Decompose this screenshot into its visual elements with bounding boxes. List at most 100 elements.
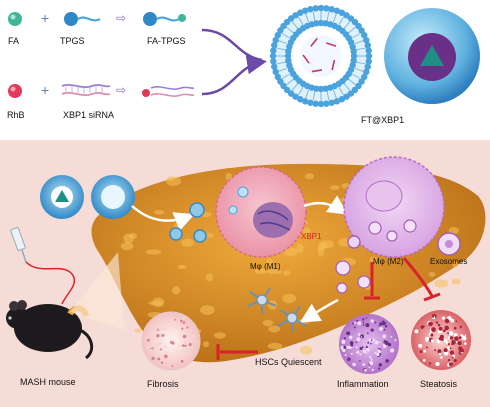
lipid-droplet (320, 240, 334, 249)
tissue-speck (387, 342, 392, 347)
fa-tpgs-molecule-icon (143, 12, 186, 26)
tissue-speck (431, 327, 436, 333)
lipid-tail (354, 40, 364, 45)
tissue-speck (434, 349, 437, 352)
lipid-droplet (268, 325, 281, 333)
lipid-head (358, 27, 365, 34)
tissue-speck (172, 358, 176, 362)
tissue-speck (156, 333, 160, 338)
tissue-speck (379, 327, 383, 331)
tissue-speck (162, 326, 167, 331)
lipid-head (296, 9, 304, 16)
tissue-speck (161, 333, 165, 337)
tissue-speck (181, 330, 184, 333)
tissue-speck (182, 344, 185, 347)
merge-arrow (201, 28, 263, 62)
lipid-droplet (204, 233, 215, 238)
tissue-speck (461, 335, 467, 341)
tissue-speck (383, 328, 386, 331)
tissue-speck (356, 350, 360, 354)
arrow-icon: ⇨ (116, 83, 126, 97)
polarization-arrow (303, 195, 349, 215)
tissue-speck (445, 341, 449, 345)
lipid-tail (305, 13, 310, 23)
tissue-speck (377, 367, 381, 370)
tissue-speck (370, 328, 374, 332)
tissue-speck (169, 358, 172, 360)
lipid-head (269, 52, 277, 60)
uptake-arrow (131, 205, 195, 231)
tissue-speck (390, 335, 393, 338)
tissue-speck (191, 334, 196, 338)
tissue-speck (352, 362, 356, 367)
tissue-speck (163, 365, 165, 367)
lipid-head (272, 68, 279, 76)
tissue-speck (146, 347, 150, 350)
tissue-speck (348, 335, 353, 340)
tissue-speck (455, 320, 458, 323)
tissue-speck (449, 336, 454, 340)
tissue-speck (440, 356, 443, 359)
tissue-speck (453, 326, 457, 330)
tissue-speck (343, 337, 346, 340)
inflammation-tissue-icon (339, 314, 399, 374)
lipid-droplet (303, 227, 311, 236)
tissue-speck (422, 359, 426, 362)
tissue-speck (195, 340, 199, 344)
tissue-speck (370, 342, 372, 345)
tissue-speck (159, 342, 163, 345)
m2-macrophage (343, 156, 445, 258)
tissue-speck (419, 350, 423, 354)
tissue-speck (152, 347, 154, 349)
tissue-speck (341, 339, 346, 344)
tissue-speck (435, 321, 439, 324)
tissue-speck (374, 340, 379, 345)
lipid-droplet (283, 247, 299, 257)
tissue-speck (362, 349, 366, 354)
m1-label: Mφ (M1) (250, 262, 281, 271)
tissue-speck (360, 334, 365, 339)
lipid-head (274, 73, 281, 81)
lipid-head (317, 19, 325, 27)
sirna-label: XBP1 siRNA (63, 110, 115, 120)
lipid-head (363, 68, 370, 76)
lipid-droplet (329, 185, 340, 190)
tissue-speck (181, 349, 184, 352)
lipid-droplet (296, 243, 304, 253)
tissue-speck (460, 348, 465, 353)
lipid-droplet (300, 345, 313, 355)
lipid-head (365, 47, 372, 54)
fa-label: FA (8, 36, 20, 46)
rhb-sirna-conjugate-icon (142, 86, 195, 97)
nanoparticle-small-icon (40, 175, 84, 219)
tissue-speck (362, 363, 366, 367)
tissue-speck (447, 358, 451, 362)
tissue-speck (379, 348, 382, 351)
lipid-droplet (145, 249, 162, 255)
lipid-droplet (205, 273, 214, 282)
lipid-tail (351, 73, 361, 79)
tissue-speck (384, 341, 389, 346)
lipid-tail (291, 21, 299, 29)
tissue-speck (194, 335, 197, 338)
fa-tpgs-label: FA-TPGS (147, 36, 186, 46)
tissue-speck (366, 347, 370, 352)
lipid-head (271, 63, 278, 70)
tissue-speck (158, 327, 162, 331)
tissue-speck (378, 324, 380, 327)
tissue-speck (378, 363, 383, 367)
tissue-speck (182, 334, 187, 339)
tissue-speck (430, 333, 434, 337)
lipid-head (323, 5, 330, 12)
lipid-droplet (282, 293, 297, 304)
product-label: FT@XBP1 (361, 115, 405, 125)
tissue-speck (450, 318, 455, 323)
tissue-speck (394, 339, 397, 342)
tissue-speck (364, 368, 367, 372)
m2-label: Mφ (M2) (373, 257, 404, 266)
tissue-speck (354, 321, 357, 324)
lipid-tail (348, 78, 356, 86)
tissue-speck (177, 320, 181, 324)
tissue-speck (379, 341, 382, 344)
lipid-tail (286, 78, 294, 86)
